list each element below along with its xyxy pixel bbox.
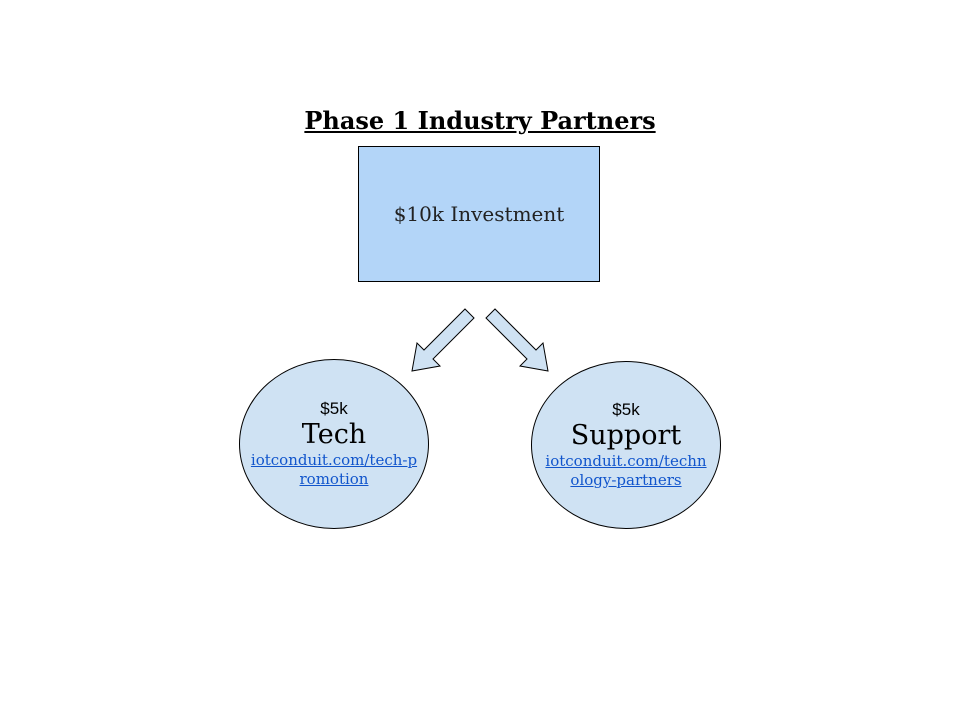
investment-label: $10k Investment — [393, 202, 565, 226]
tech-label: Tech — [301, 419, 367, 450]
tech-link[interactable]: iotconduit.com/tech-promotion — [250, 451, 418, 488]
diagram-title: Phase 1 Industry Partners — [304, 106, 656, 135]
tech-amount: $5k — [320, 399, 348, 418]
arrow-right — [485, 308, 549, 372]
arrow-left — [411, 308, 475, 372]
tech-circle: $5k Tech iotconduit.com/tech-promotion — [239, 359, 429, 529]
support-amount: $5k — [612, 400, 640, 419]
support-circle: $5k Support iotconduit.com/technology-pa… — [531, 361, 721, 529]
investment-box: $10k Investment — [358, 146, 600, 282]
support-label: Support — [570, 420, 682, 451]
support-link[interactable]: iotconduit.com/technology-partners — [545, 452, 707, 489]
